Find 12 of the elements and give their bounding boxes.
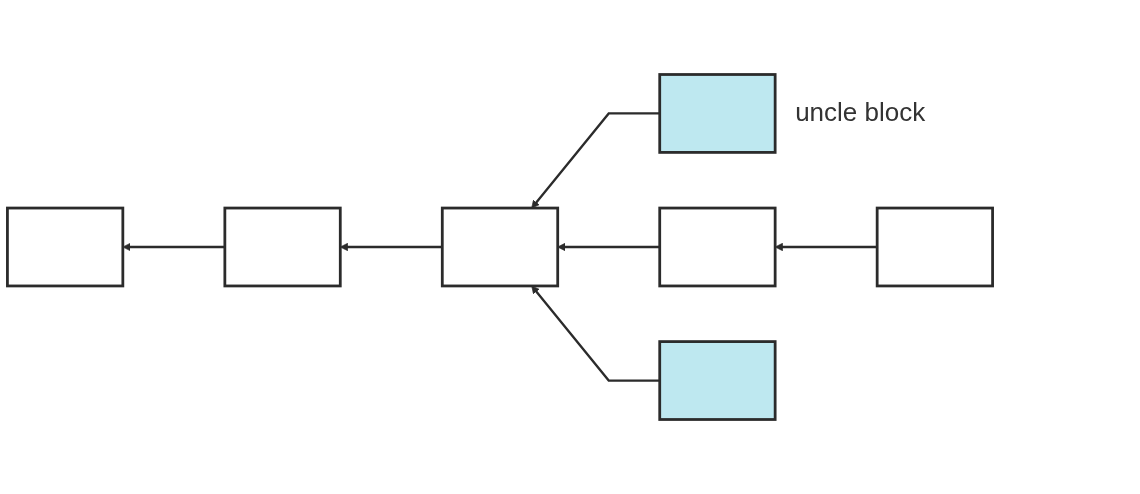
arrow [531, 285, 660, 382]
arrow [122, 242, 225, 252]
arrow [557, 242, 660, 252]
node-box [658, 340, 777, 421]
node-box [440, 206, 560, 288]
arrow [531, 112, 660, 209]
node-box [6, 206, 125, 288]
node-caption: uncle block [795, 97, 926, 129]
node-box [223, 206, 342, 288]
node-box [658, 206, 777, 288]
node-box [875, 206, 994, 288]
node-box [658, 73, 777, 154]
